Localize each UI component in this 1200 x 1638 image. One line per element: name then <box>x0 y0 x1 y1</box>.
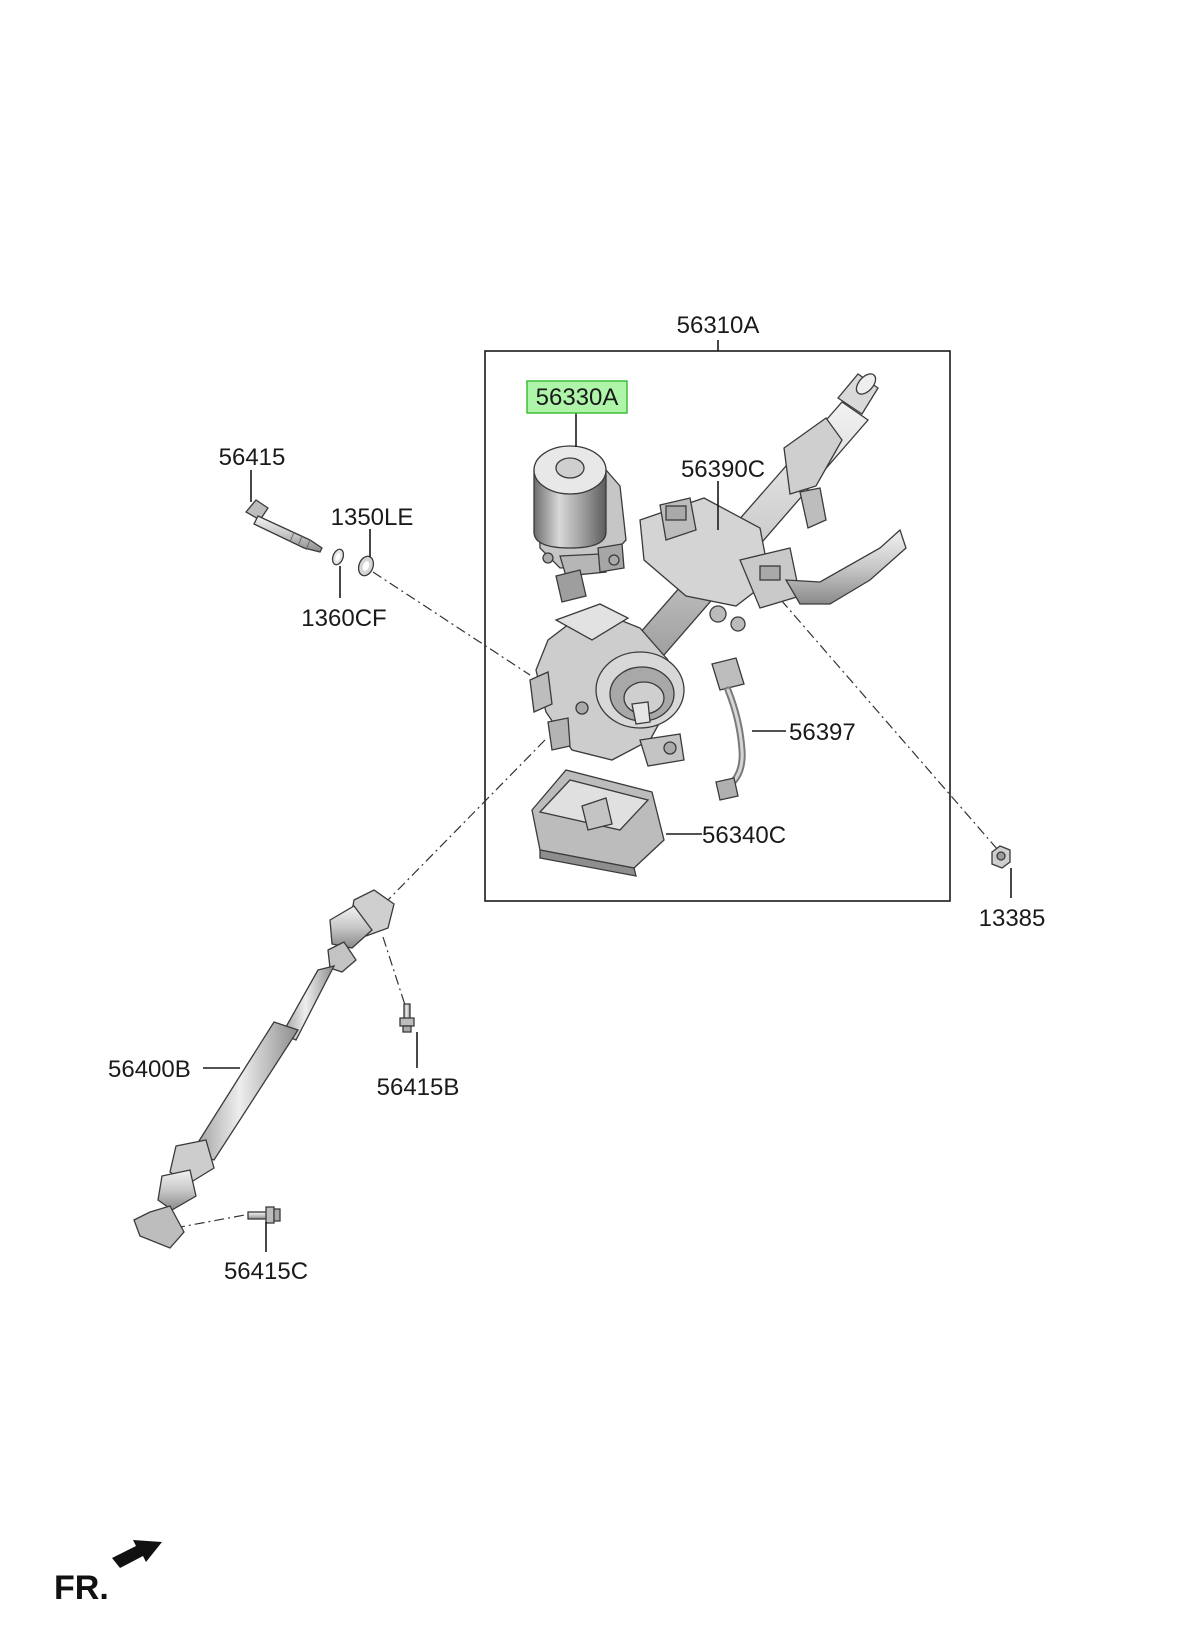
front-label: FR. <box>54 1569 109 1607</box>
centerlines <box>174 571 999 1229</box>
highlight-box-56330A <box>526 380 628 414</box>
bolt-56415C <box>247 1206 281 1224</box>
leader-lines <box>203 340 1012 1252</box>
callout-56415C[interactable]: 56415C <box>224 1258 308 1285</box>
nut-13385 <box>991 845 1011 869</box>
arrow-icon <box>112 1540 162 1568</box>
callout-labels: 56310A 56330A 56390C 56397 56340C 13385 … <box>108 312 1045 1285</box>
front-indicator: FR. <box>54 1540 162 1607</box>
ecu-56340C <box>531 769 665 877</box>
motor-56330A <box>533 445 627 603</box>
callout-56397[interactable]: 56397 <box>789 719 856 746</box>
callout-1350LE[interactable]: 1350LE <box>331 504 414 531</box>
callout-56330A[interactable]: 56330A <box>536 384 619 411</box>
steering-column <box>529 373 907 767</box>
washers <box>331 548 375 577</box>
callout-1360CF[interactable]: 1360CF <box>301 605 386 632</box>
callout-56415[interactable]: 56415 <box>219 444 286 471</box>
bolt-56415B <box>399 1003 415 1033</box>
bolt-56415 <box>245 499 323 553</box>
callout-56415B[interactable]: 56415B <box>377 1074 460 1101</box>
callout-13385[interactable]: 13385 <box>979 905 1046 932</box>
callout-56310A[interactable]: 56310A <box>677 312 760 339</box>
callout-56340C[interactable]: 56340C <box>702 822 786 849</box>
callout-56390C[interactable]: 56390C <box>681 456 765 483</box>
harness-56397 <box>711 657 746 801</box>
callout-56400B[interactable]: 56400B <box>108 1056 191 1083</box>
intermediate-shaft-56400B <box>133 889 395 1249</box>
